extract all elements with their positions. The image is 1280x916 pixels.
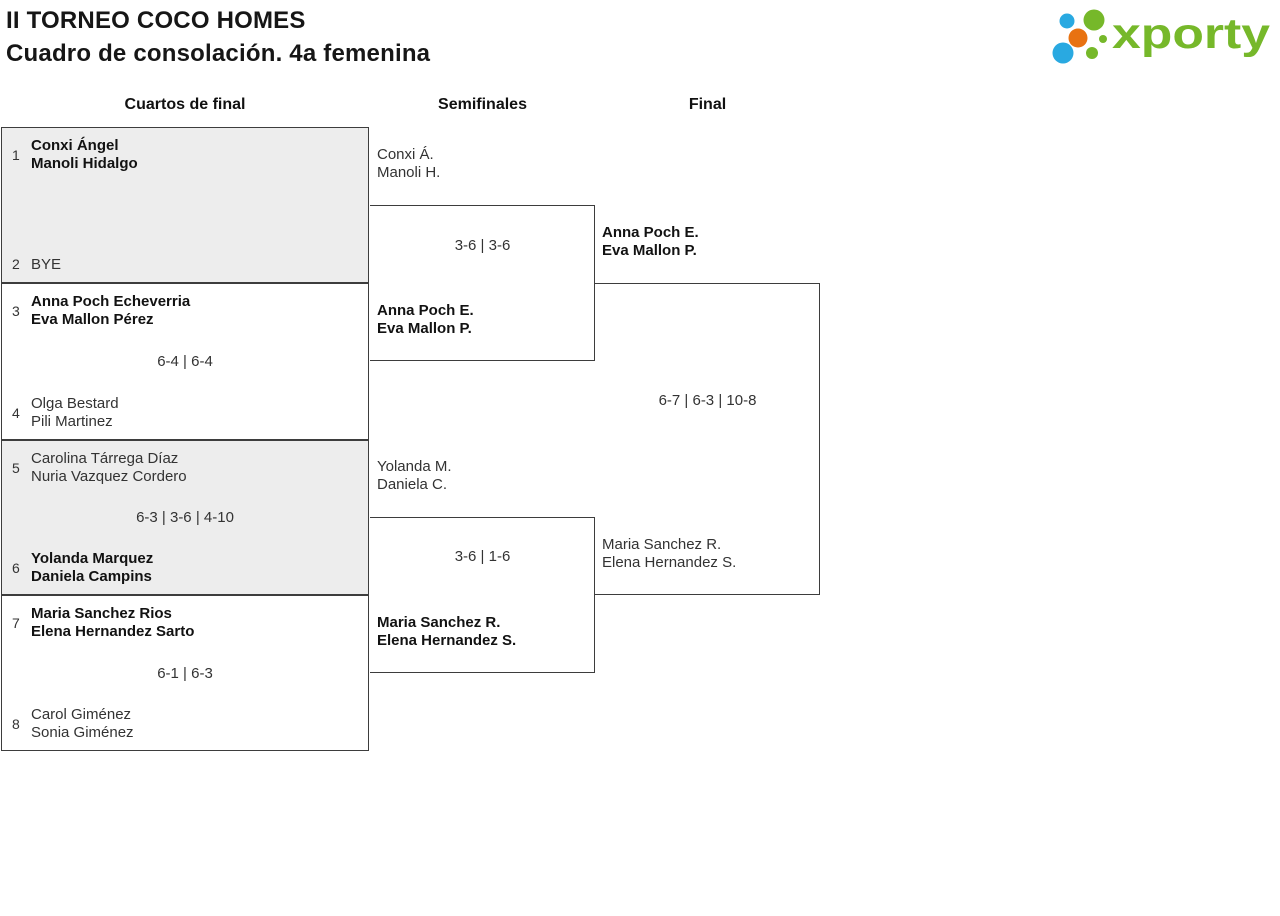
- team-row: 7 Maria Sanchez Rios Elena Hernandez Sar…: [12, 605, 358, 640]
- match-semifinal-1: [370, 205, 595, 361]
- player-name: Maria Sanchez R.: [377, 614, 501, 631]
- player-name: Eva Mallon Pérez: [31, 310, 154, 328]
- team-names-winner: Anna Poch Echeverria Eva Mallon Pérez: [31, 293, 190, 328]
- team-row: 1 Conxi Ángel Manoli Hidalgo: [12, 137, 358, 172]
- semifinal-1-top-team: Conxi Á. Manoli H.: [377, 146, 440, 182]
- semifinal-2-top-team: Yolanda M. Daniela C.: [377, 458, 452, 494]
- team-names-winner: Yolanda Marquez Daniela Campins: [31, 550, 153, 585]
- player-name: Manoli H.: [377, 164, 441, 181]
- match-quarterfinal-4: 7 Maria Sanchez Rios Elena Hernandez Sar…: [1, 595, 369, 751]
- round-header-final: Final: [688, 96, 727, 113]
- player-name: Conxi Ángel: [31, 137, 119, 154]
- seed-number: 8: [12, 715, 20, 732]
- match-quarterfinal-1: 1 Conxi Ángel Manoli Hidalgo 2 BYE: [1, 127, 369, 283]
- player-name: Manoli Hidalgo: [31, 154, 138, 172]
- player-name: Nuria Vazquez Cordero: [31, 467, 187, 485]
- team-row: 3 Anna Poch Echeverria Eva Mallon Pérez: [12, 293, 358, 328]
- player-name: Elena Hernandez Sarto: [31, 622, 195, 640]
- semifinal-1-score: 3-6 | 3-6: [454, 237, 511, 254]
- match-final: [595, 283, 820, 595]
- seed-number: 1: [12, 146, 20, 163]
- player-name: Yolanda M.: [377, 458, 452, 475]
- player-name: Carolina Tárrega Díaz: [31, 450, 179, 467]
- match-quarterfinal-3: 5 Carolina Tárrega Díaz Nuria Vazquez Co…: [1, 440, 369, 595]
- seed-number: 3: [12, 302, 20, 319]
- xporty-logo[interactable]: xporty: [1048, 2, 1278, 74]
- team-row: 8 Carol Giménez Sonia Giménez: [12, 706, 358, 741]
- seed-number: 4: [12, 404, 20, 421]
- team-names-winner: Maria Sanchez Rios Elena Hernandez Sarto: [31, 605, 194, 640]
- match-score: 6-3 | 3-6 | 4-10: [136, 509, 234, 526]
- player-name: Anna Poch Echeverria: [31, 293, 191, 310]
- logo-dot-blue-small: [1059, 13, 1075, 29]
- tournament-name: II TORNEO COCO HOMES: [6, 7, 306, 34]
- player-name: Anna Poch E.: [377, 302, 474, 319]
- draw-name: Cuadro de consolación. 4a femenina: [6, 40, 431, 67]
- player-name: Daniela C.: [377, 476, 448, 493]
- round-header-semifinals: Semifinales: [438, 96, 527, 113]
- final-score: 6-7 | 6-3 | 10-8: [658, 392, 757, 409]
- match-semifinal-2: [370, 517, 595, 673]
- player-name: Conxi Á.: [377, 146, 434, 163]
- player-name: Yolanda Marquez: [31, 550, 154, 567]
- logo-dot-green-tiny: [1099, 35, 1107, 43]
- seed-number: 5: [12, 459, 20, 476]
- team-row: 2 BYE: [12, 256, 358, 274]
- team-names-winner: Conxi Ángel Manoli Hidalgo: [31, 137, 138, 172]
- player-name: Maria Sanchez Rios: [31, 605, 172, 622]
- final-bottom-team: Maria Sanchez R. Elena Hernandez S.: [602, 536, 736, 572]
- final-top-team: Anna Poch E. Eva Mallon P.: [602, 224, 699, 260]
- team-names: Carol Giménez Sonia Giménez: [31, 706, 134, 741]
- player-name: Eva Mallon P.: [377, 320, 472, 337]
- player-name: Sonia Giménez: [31, 723, 134, 741]
- logo-dot-blue-large: [1052, 42, 1074, 64]
- team-names: BYE: [31, 256, 61, 274]
- page-title: II TORNEO COCO HOMES Cuadro de consolaci…: [6, 4, 430, 70]
- logo-wordmark: xporty: [1112, 10, 1270, 58]
- seed-number: 6: [12, 559, 20, 576]
- player-name: Olga Bestard: [31, 395, 119, 412]
- player-name: Daniela Campins: [31, 567, 152, 585]
- match-score: [12, 205, 358, 222]
- logo-dot-green-large: [1083, 9, 1105, 31]
- team-row: 4 Olga Bestard Pili Martinez: [12, 395, 358, 430]
- match-score: 6-4 | 6-4: [157, 353, 213, 370]
- round-header-quarterfinals: Cuartos de final: [124, 96, 246, 113]
- match-quarterfinal-2: 3 Anna Poch Echeverria Eva Mallon Pérez …: [1, 283, 369, 440]
- player-name: Eva Mallon P.: [602, 242, 697, 259]
- team-names: Carolina Tárrega Díaz Nuria Vazquez Cord…: [31, 450, 187, 485]
- player-name: Elena Hernandez S.: [602, 554, 737, 571]
- player-name: Carol Giménez: [31, 706, 132, 723]
- team-names: Olga Bestard Pili Martinez: [31, 395, 119, 430]
- logo-dot-green-small: [1086, 47, 1098, 59]
- player-name: BYE: [31, 255, 62, 273]
- semifinal-2-score: 3-6 | 1-6: [454, 548, 511, 565]
- semifinal-2-bottom-team: Maria Sanchez R. Elena Hernandez S.: [377, 614, 516, 650]
- team-row: 5 Carolina Tárrega Díaz Nuria Vazquez Co…: [12, 450, 358, 485]
- seed-number: 7: [12, 614, 20, 631]
- team-row: 6 Yolanda Marquez Daniela Campins: [12, 550, 358, 585]
- player-name: Maria Sanchez R.: [602, 536, 722, 553]
- player-name: Pili Martinez: [31, 412, 113, 430]
- logo-dot-orange: [1068, 28, 1088, 48]
- seed-number: 2: [12, 256, 20, 273]
- player-name: Elena Hernandez S.: [377, 632, 517, 649]
- semifinal-1-bottom-team: Anna Poch E. Eva Mallon P.: [377, 302, 474, 338]
- player-name: Anna Poch E.: [602, 224, 699, 241]
- match-score: 6-1 | 6-3: [157, 664, 213, 682]
